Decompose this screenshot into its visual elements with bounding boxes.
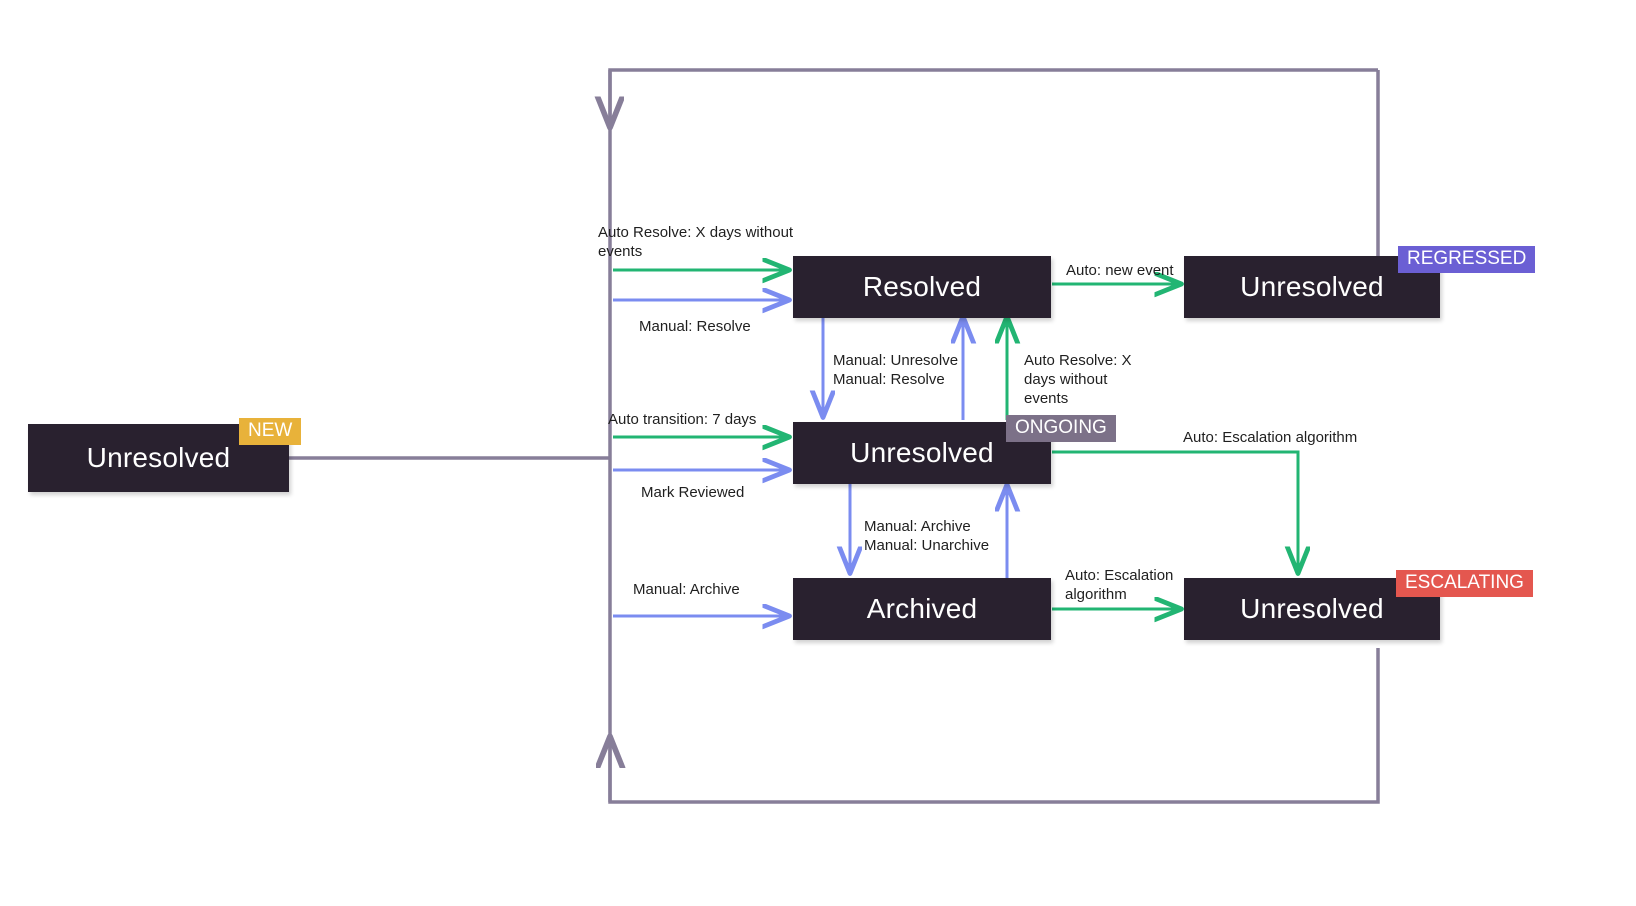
edge-frame-top [610, 68, 1378, 126]
node-label: Unresolved [850, 437, 994, 468]
edge-label-auto-resolve-x-days-up: Auto Resolve: X days without events [1024, 352, 1132, 407]
badge-label: REGRESSED [1407, 248, 1527, 269]
node-unresolved-regressed[interactable]: Unresolved [1184, 256, 1440, 318]
edge-label-manual-archive-unarchive: Manual: Archive Manual: Unarchive [864, 518, 990, 554]
edge-label-auto-transition-7-days: Auto transition: 7 days [608, 411, 757, 428]
edge-label-mark-reviewed: Mark Reviewed [641, 484, 745, 501]
node-archived[interactable]: Archived [793, 578, 1051, 640]
node-label: Resolved [862, 271, 982, 302]
edge-label-manual-resolve: Manual: Resolve [639, 318, 751, 335]
node-resolved[interactable]: Resolved [793, 256, 1051, 318]
edge-label-auto-resolve-x-days: Auto Resolve: X days without events [598, 224, 794, 260]
edge-label-auto-escalation-bottom: Auto: Escalation algorithm [1065, 567, 1174, 603]
edge-label-auto-escalation-top: Auto: Escalation algorithm [1183, 429, 1358, 446]
status-badge-regressed: REGRESSED [1398, 246, 1536, 273]
edge-frame-bottom [610, 648, 1380, 804]
status-badge-new: NEW [239, 418, 302, 445]
edge-label-auto-new-event: Auto: new event [1066, 262, 1174, 279]
node-label: Unresolved [1240, 593, 1384, 624]
node-label: Unresolved [1240, 271, 1384, 302]
node-label: Unresolved [86, 442, 231, 473]
node-label: Archived [866, 593, 978, 624]
status-badge-escalating: ESCALATING [1396, 570, 1533, 597]
status-badge-ongoing: ONGOING [1006, 415, 1116, 442]
edge-label-manual-unresolve-resolve: Manual: Unresolve Manual: Resolve [833, 352, 959, 388]
edge-ongoing-to-escalating [1052, 450, 1298, 572]
badge-label: NEW [248, 420, 293, 441]
badge-label: ONGOING [1015, 417, 1107, 438]
badge-label: ESCALATING [1405, 572, 1524, 593]
edge-label-manual-archive: Manual: Archive [633, 581, 740, 598]
